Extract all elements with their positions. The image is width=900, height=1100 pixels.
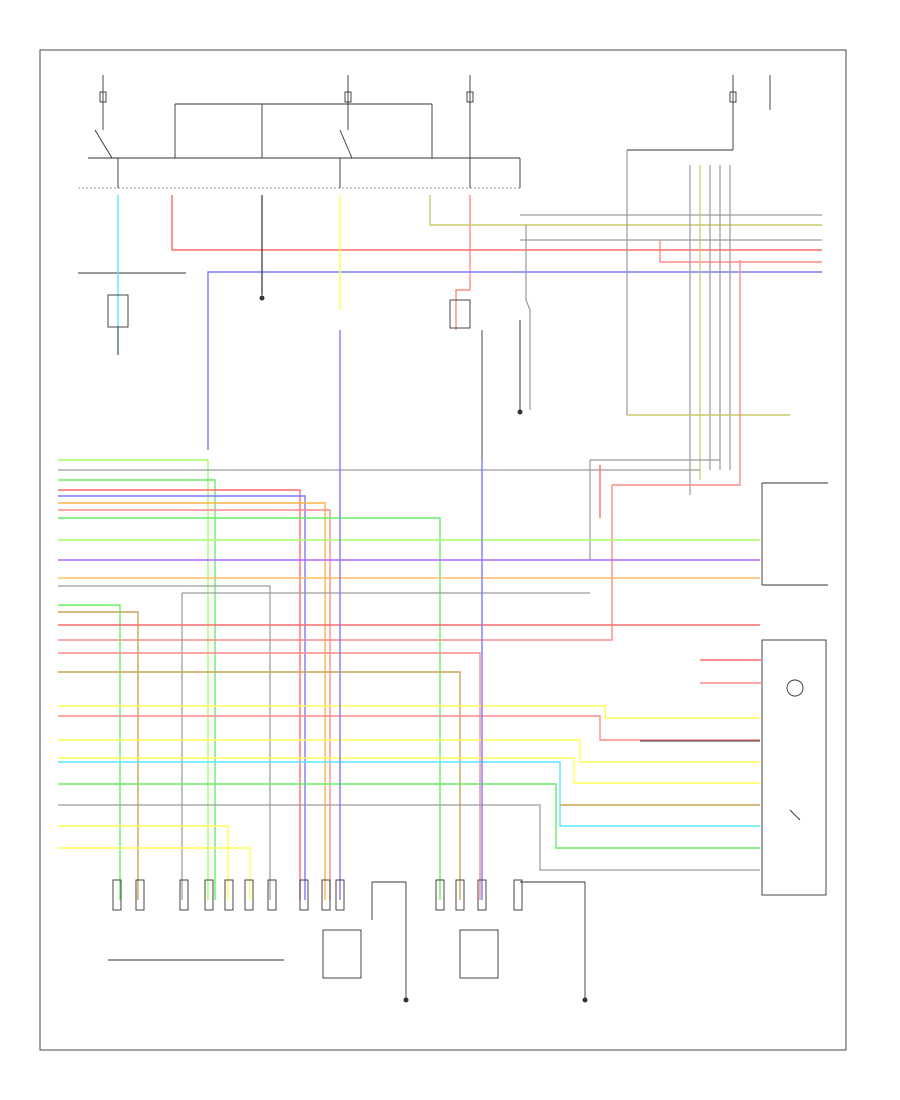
ac-compressor-clutch xyxy=(107,294,129,355)
harness-row-26 xyxy=(58,847,251,900)
ground-blower-switch xyxy=(517,409,523,415)
harness-row-red-right xyxy=(58,260,741,641)
blower-relay xyxy=(261,104,353,188)
harness-row-17 xyxy=(58,671,461,900)
fuse-1 xyxy=(99,75,107,130)
wire-blue-vertical xyxy=(339,330,483,900)
fuse-3 xyxy=(466,75,474,188)
harness-row-5 xyxy=(58,495,306,900)
wire-black-ground xyxy=(259,195,265,301)
mode-actuator xyxy=(761,639,827,896)
harness-row-3 xyxy=(58,479,216,900)
harness-row-24 xyxy=(58,804,760,871)
harness-row-1 xyxy=(58,459,209,900)
diagram-frame xyxy=(39,49,847,1051)
ac-compressor-relay xyxy=(94,104,176,188)
bottom-module-recirc xyxy=(322,881,409,1003)
wire-blue-main xyxy=(207,271,822,450)
harness-row-4 xyxy=(58,489,301,900)
blower-motor-resistor xyxy=(761,482,828,586)
harness-row-6 xyxy=(58,502,326,900)
harness-row-21 xyxy=(58,757,760,784)
harness-row-13 xyxy=(58,604,121,900)
harness-row-18 xyxy=(58,705,760,719)
harness-row-25 xyxy=(58,825,229,900)
harness-row-14 xyxy=(58,611,139,900)
fuse-2 xyxy=(344,75,352,130)
harness-row-20 xyxy=(58,739,760,763)
bottom-module-mix xyxy=(459,881,588,1003)
harness-row-7 xyxy=(58,509,331,900)
harness-row-gray-right xyxy=(589,459,720,560)
harness-row-16 xyxy=(58,652,481,900)
wire-red-fuse3 xyxy=(455,195,471,330)
harness-row-19 xyxy=(58,715,760,741)
right-vertical-bundle xyxy=(689,165,731,495)
wire-gray-right xyxy=(520,214,822,410)
harness-row-12 xyxy=(58,585,590,900)
wire-pink-right xyxy=(659,240,822,263)
bottom-connectors xyxy=(112,879,523,911)
wire-olive-right xyxy=(429,195,822,226)
blower-speed-switch xyxy=(449,299,483,460)
fuse-4 xyxy=(729,75,771,150)
harness-row-8 xyxy=(58,517,441,900)
wire-red-main xyxy=(171,195,822,251)
harness-row-22 xyxy=(58,761,760,827)
harness-row-23 xyxy=(58,783,760,849)
